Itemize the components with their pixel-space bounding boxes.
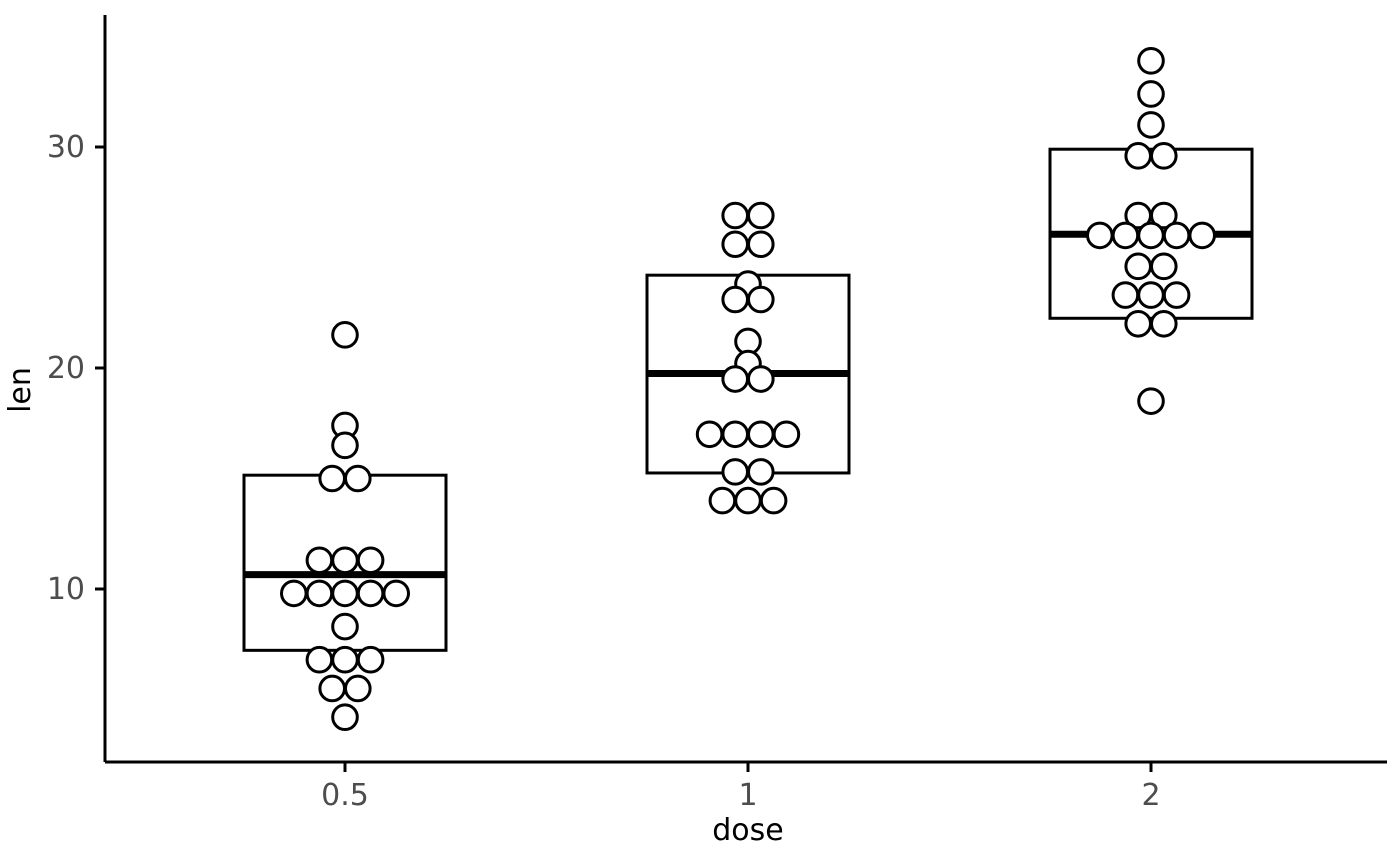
data-point-dot xyxy=(331,612,359,641)
data-point-dot xyxy=(356,579,385,608)
data-point-dot xyxy=(721,365,750,393)
data-point-dot xyxy=(1086,221,1114,250)
data-point-dot xyxy=(344,674,372,703)
data-point-dot xyxy=(1188,221,1216,250)
data-point-dot xyxy=(1137,47,1165,75)
data-point-dot xyxy=(1111,221,1140,250)
data-point-dot xyxy=(1137,387,1165,415)
data-point-dot xyxy=(1137,281,1165,309)
x-tick-label: 2 xyxy=(1141,778,1160,813)
y-tick-group: 10 20 30 xyxy=(47,130,105,607)
data-point-dot xyxy=(772,420,801,449)
y-axis-title: len xyxy=(3,367,38,413)
data-point-dot xyxy=(1111,281,1140,309)
data-point-dot xyxy=(305,645,334,674)
data-point-dot xyxy=(331,579,359,608)
data-point-dot xyxy=(356,645,385,674)
data-point-dot xyxy=(1124,252,1152,281)
dot-layer xyxy=(280,47,1216,731)
data-point-dot xyxy=(1150,142,1178,170)
data-point-dot xyxy=(356,546,385,575)
data-point-dot xyxy=(1150,201,1178,230)
data-point-dot xyxy=(721,201,750,230)
data-point-dot xyxy=(1124,310,1152,338)
y-tick-label: 10 xyxy=(47,572,85,607)
data-point-dot xyxy=(318,674,347,703)
data-point-dot xyxy=(331,703,359,731)
x-tick-label: 0.5 xyxy=(321,778,369,813)
data-point-dot xyxy=(1137,111,1165,139)
data-point-dot xyxy=(747,458,775,486)
data-point-dot xyxy=(1124,142,1152,170)
data-point-dot xyxy=(1137,221,1165,250)
data-point-dot xyxy=(318,464,347,493)
data-point-dot xyxy=(759,486,788,515)
y-tick-label: 20 xyxy=(47,351,85,386)
data-point-dot xyxy=(1162,281,1191,309)
data-point-dot xyxy=(721,458,750,486)
data-point-dot xyxy=(747,365,775,393)
data-point-dot xyxy=(747,285,775,314)
data-point-dot xyxy=(1150,310,1178,338)
data-point-dot xyxy=(344,464,372,493)
data-point-dot xyxy=(734,486,762,515)
data-point-dot xyxy=(331,321,359,349)
data-point-dot xyxy=(280,579,308,608)
data-point-dot xyxy=(382,579,411,608)
data-point-dot xyxy=(747,420,775,449)
data-point-dot xyxy=(1150,252,1178,281)
data-point-dot xyxy=(305,546,334,575)
data-point-dot xyxy=(721,230,750,259)
x-tick-label: 1 xyxy=(738,778,757,813)
data-point-dot xyxy=(1137,80,1165,108)
y-tick-label: 30 xyxy=(47,130,85,165)
data-point-dot xyxy=(695,420,724,449)
data-point-dot xyxy=(331,431,359,460)
data-point-dot xyxy=(747,201,775,230)
data-point-dot xyxy=(747,230,775,259)
data-point-dot xyxy=(331,546,359,575)
x-axis-title: dose xyxy=(712,813,783,848)
data-point-dot xyxy=(331,645,359,674)
data-point-dot xyxy=(721,420,750,449)
data-point-dot xyxy=(708,486,737,515)
data-point-dot xyxy=(305,579,334,608)
x-tick-group: 0.5 1 2 xyxy=(321,762,1161,813)
data-point-dot xyxy=(1162,221,1191,250)
data-point-dot xyxy=(721,285,750,314)
